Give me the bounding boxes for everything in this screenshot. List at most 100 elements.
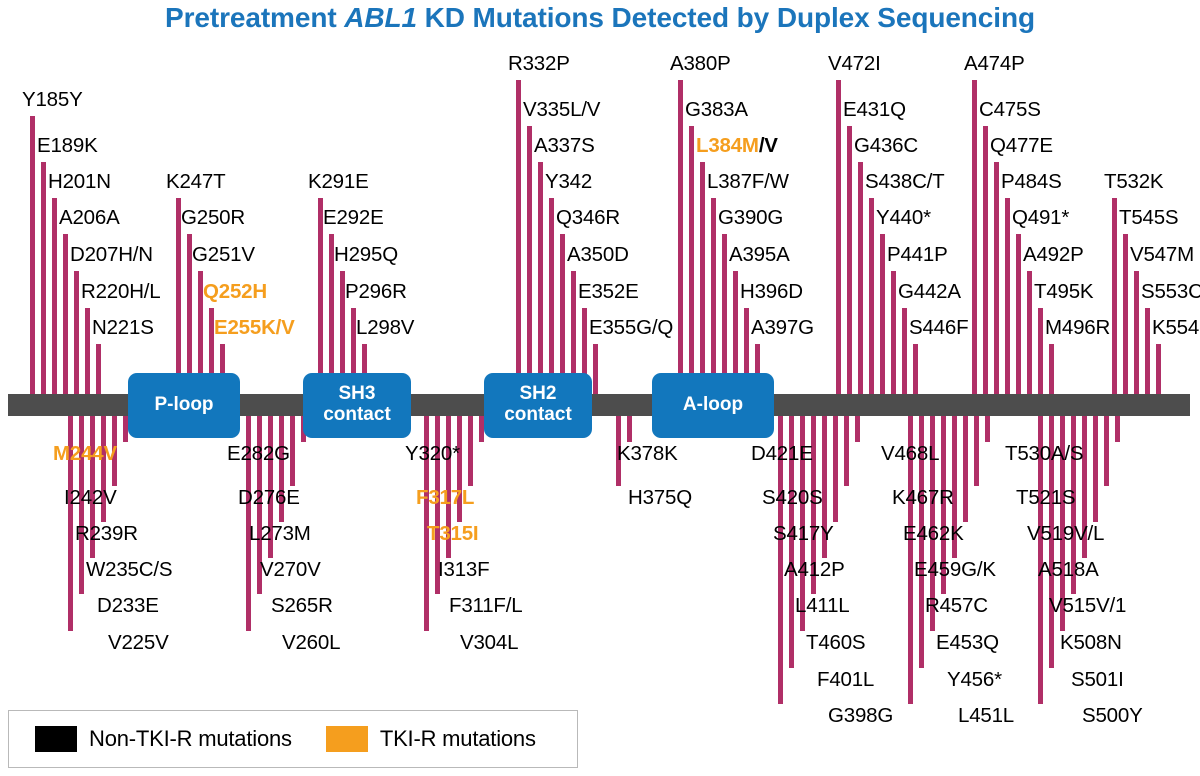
domain-box-label: A-loop bbox=[682, 393, 744, 415]
mutation-stem bbox=[279, 412, 284, 522]
mutation-stem bbox=[755, 344, 760, 398]
mutation-stem bbox=[435, 412, 440, 594]
mutation-stem bbox=[833, 412, 838, 522]
legend-label-tki: TKI-R mutations bbox=[379, 726, 536, 751]
mutation-label: S501I bbox=[1071, 668, 1124, 691]
mutation-stem bbox=[123, 412, 128, 442]
mutation-label: F401L bbox=[817, 668, 875, 691]
mutation-stem bbox=[869, 198, 874, 398]
mutation-stem bbox=[68, 412, 73, 631]
mutation-stem bbox=[1123, 234, 1128, 398]
mutation-label: R239R bbox=[75, 522, 138, 545]
mutation-label: V225V bbox=[108, 631, 169, 654]
mutation-stem bbox=[1104, 412, 1109, 486]
mutation-stem bbox=[974, 412, 979, 486]
mutation-stem bbox=[446, 412, 451, 558]
mutation-stem bbox=[1005, 198, 1010, 398]
mutation-label: V304L bbox=[460, 631, 519, 654]
mutation-label: A412P bbox=[784, 558, 845, 581]
mutation-label: T460S bbox=[806, 631, 866, 654]
mutation-stem bbox=[1049, 412, 1054, 668]
mutation-stem bbox=[1049, 344, 1054, 398]
mutation-stem bbox=[479, 412, 484, 442]
mutation-label: G390G bbox=[718, 206, 784, 229]
legend-item-tki: TKI-R mutations bbox=[325, 726, 536, 752]
mutation-stem bbox=[902, 308, 907, 398]
mutation-label: A395A bbox=[729, 243, 790, 266]
mutation-stem bbox=[516, 80, 521, 398]
mutation-stem bbox=[689, 126, 694, 398]
domain-box-p-loop[interactable]: P-loop bbox=[128, 372, 240, 438]
mutation-label: S420S bbox=[762, 486, 823, 509]
mutation-stem bbox=[913, 344, 918, 398]
mutation-label: A492P bbox=[1023, 243, 1084, 266]
mutation-label: E355G/Q bbox=[589, 316, 674, 339]
legend-swatch-non-tki bbox=[35, 726, 77, 752]
mutation-label: P296R bbox=[345, 280, 407, 303]
mutation-label: H396D bbox=[740, 280, 803, 303]
mutation-stem bbox=[891, 271, 896, 398]
mutation-stem bbox=[582, 308, 587, 398]
mutation-stem bbox=[1082, 412, 1087, 558]
mutation-label: S265R bbox=[271, 594, 333, 617]
mutation-stem bbox=[340, 271, 345, 398]
mutation-label: L384M/V bbox=[696, 134, 778, 158]
mutation-label: L298V bbox=[356, 316, 415, 339]
mutation-label: C475S bbox=[979, 98, 1041, 121]
mutation-label: A518A bbox=[1038, 558, 1099, 581]
legend: Non-TKI-R mutations TKI-R mutations bbox=[8, 710, 578, 768]
legend-swatch-tki bbox=[325, 726, 368, 752]
mutation-label: G398G bbox=[828, 704, 894, 727]
mutation-label: L273M bbox=[249, 522, 311, 545]
mutation-label: E189K bbox=[37, 134, 98, 157]
mutation-label: T545S bbox=[1119, 206, 1179, 229]
domain-box-a-loop[interactable]: A-loop bbox=[652, 372, 774, 438]
page-title: Pretreatment ABL1 KD Mutations Detected … bbox=[0, 2, 1200, 34]
mutation-label: T521S bbox=[1016, 486, 1076, 509]
mutation-stem bbox=[318, 198, 323, 398]
mutation-label: D276E bbox=[238, 486, 300, 509]
mutation-stem bbox=[1112, 198, 1117, 398]
mutation-label: Q346R bbox=[556, 206, 620, 229]
mutation-stem bbox=[90, 412, 95, 558]
mutation-stem bbox=[930, 412, 935, 631]
mutation-label: R332P bbox=[508, 52, 570, 75]
mutation-label: G251V bbox=[192, 243, 255, 266]
mutation-label: E255K/V bbox=[214, 316, 295, 339]
mutation-label: V270V bbox=[260, 558, 321, 581]
mutation-label: E292E bbox=[323, 206, 384, 229]
mutation-stem bbox=[41, 162, 46, 398]
mutation-label: V468L bbox=[881, 442, 940, 465]
mutation-label: A380P bbox=[670, 52, 731, 75]
mutation-label: E459G/K bbox=[914, 558, 996, 581]
mutation-label: K467R bbox=[892, 486, 954, 509]
mutation-label: L411L bbox=[795, 594, 850, 617]
mutation-stem bbox=[744, 308, 749, 398]
mutation-label: H295Q bbox=[334, 243, 398, 266]
mutation-stem bbox=[908, 412, 913, 704]
mutation-stem bbox=[952, 412, 957, 558]
mutation-label: Y440* bbox=[876, 206, 931, 229]
mutation-label: H201N bbox=[48, 170, 111, 193]
mutation-stem bbox=[1016, 234, 1021, 398]
mutation-stem bbox=[1060, 412, 1065, 631]
mutation-label: V335L/V bbox=[523, 98, 601, 121]
mutation-label: I242V bbox=[64, 486, 117, 509]
mutation-label: G250R bbox=[181, 206, 245, 229]
mutation-stem bbox=[855, 412, 860, 442]
mutation-stem bbox=[616, 412, 621, 486]
mutation-label: V547M bbox=[1130, 243, 1194, 266]
domain-box-label: P-loop bbox=[154, 393, 214, 415]
mutation-stem bbox=[700, 162, 705, 398]
mutation-label: Y342 bbox=[545, 170, 593, 193]
mutation-label: K508N bbox=[1060, 631, 1122, 654]
mutation-label-non-tki-part: /V bbox=[758, 134, 778, 157]
mutation-label: S446F bbox=[909, 316, 969, 339]
mutation-stem bbox=[571, 271, 576, 398]
mutation-label: A206A bbox=[59, 206, 120, 229]
mutation-label: S417Y bbox=[773, 522, 834, 545]
mutation-stem bbox=[457, 412, 462, 522]
